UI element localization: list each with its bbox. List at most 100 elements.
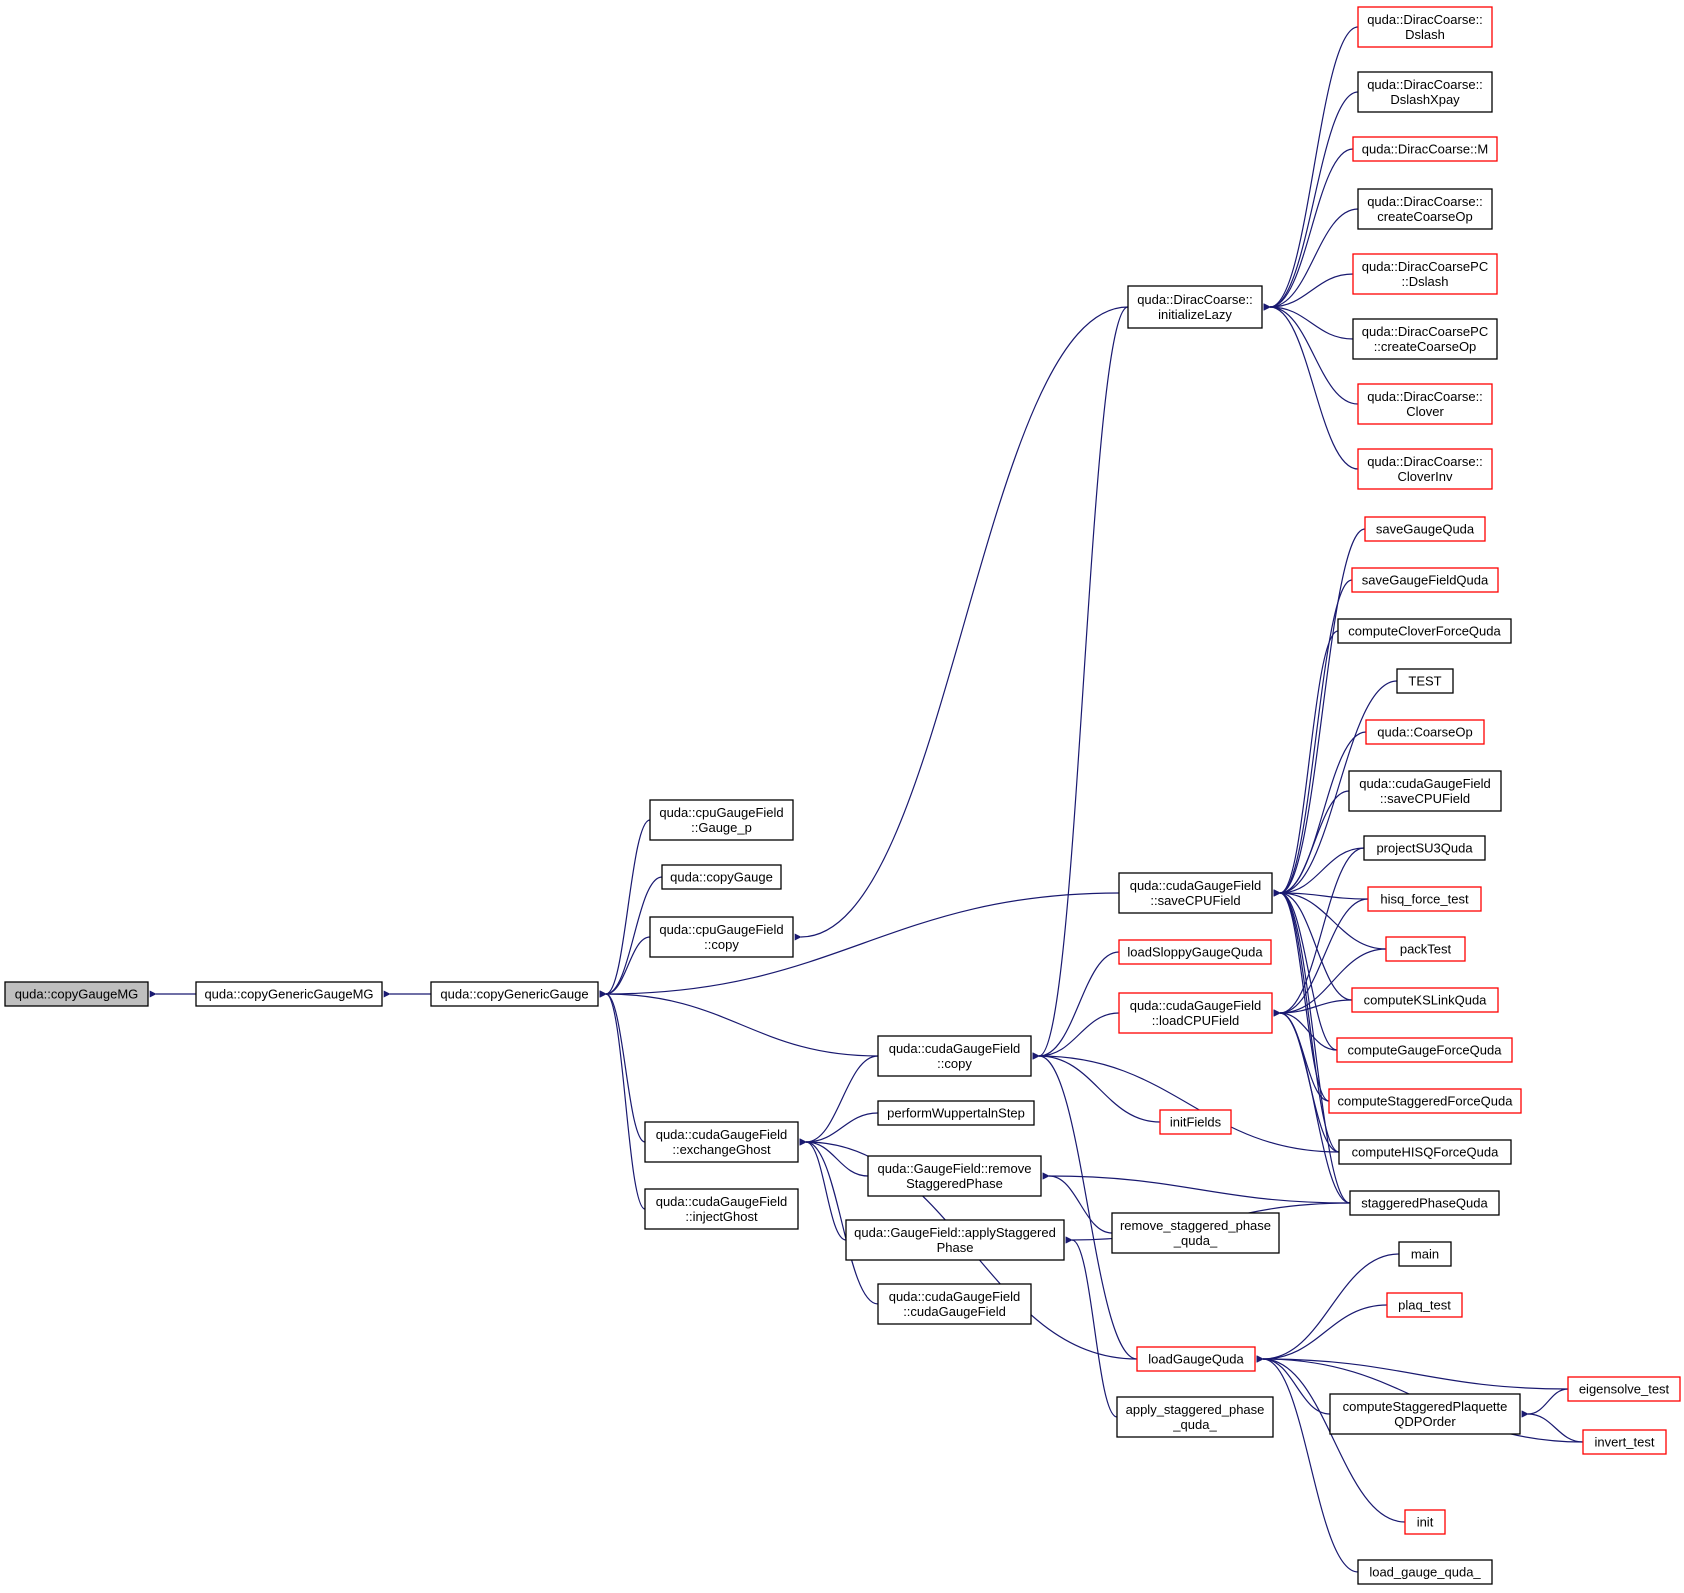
edge-staggeredPhaseQuda-to-removeStaggered (1042, 1172, 1351, 1204)
edge-applyStaggeredQuda-to-applyStaggered (1065, 1236, 1118, 1418)
node-label: hisq_force_test (1380, 892, 1469, 907)
edge-applyStaggered-to-exchangeGhost (799, 1138, 847, 1241)
edge-dcDslashXpay-to-initializeLazy (1263, 91, 1359, 311)
node-initializeLazy[interactable]: quda::DiracCoarse::initializeLazy (1127, 285, 1263, 329)
node-cudaGaugeFieldCtor[interactable]: quda::cudaGaugeField::cudaGaugeField (877, 1283, 1032, 1325)
edge-computeGaugeForce-to-saveCPUField (1273, 889, 1338, 1051)
node-label: quda::cpuGaugeField (659, 922, 783, 937)
node-label: quda::DiracCoarse:: (1367, 454, 1483, 469)
node-box (195, 981, 383, 1007)
node-box (1111, 1212, 1280, 1254)
node-box (1118, 939, 1272, 965)
node-box (661, 864, 782, 890)
edge-packTest-to-saveCPUField (1273, 889, 1387, 950)
node-dcDslash[interactable]: quda::DiracCoarse::Dslash (1357, 6, 1493, 48)
node-loadCPUField[interactable]: quda::cudaGaugeField::loadCPUField (1118, 992, 1273, 1034)
node-computeHISQForce[interactable]: computeHISQForceQuda (1338, 1139, 1512, 1165)
node-box (1351, 567, 1499, 593)
node-box (1365, 719, 1485, 745)
node-projectSU3[interactable]: projectSU3Quda (1363, 835, 1486, 861)
node-label: ::cudaGaugeField (903, 1304, 1006, 1319)
node-computeStaggeredForce[interactable]: computeStaggeredForceQuda (1328, 1088, 1522, 1114)
node-dcCreateCoarseOp[interactable]: quda::DiracCoarse::createCoarseOp (1357, 188, 1493, 230)
node-label: quda::cudaGaugeField (656, 1194, 788, 1209)
node-label: ::Gauge_p (691, 820, 752, 835)
edge-performWuppertal-to-exchangeGhost (799, 1112, 879, 1146)
node-label: quda::GaugeField::remove (878, 1161, 1032, 1176)
node-performWuppertal[interactable]: performWuppertalnStep (877, 1100, 1035, 1126)
edge-computeHISQForce-to-saveCPUField (1273, 889, 1340, 1153)
node-loadSloppy[interactable]: loadSloppyGaugeQuda (1118, 939, 1272, 965)
node-label: quda::cpuGaugeField (659, 805, 783, 820)
edge-saveGaugeFieldQuda-to-saveCPUField (1273, 579, 1353, 897)
node-box (4, 981, 149, 1007)
node-label: computeHISQForceQuda (1352, 1145, 1499, 1160)
node-applyStaggeredQuda[interactable]: apply_staggered_phase_quda_ (1116, 1396, 1274, 1438)
node-copyGenericGaugeMG[interactable]: quda::copyGenericGaugeMG (195, 981, 383, 1007)
node-box (867, 1155, 1042, 1197)
node-dcClover[interactable]: quda::DiracCoarse::Clover (1357, 383, 1493, 425)
node-box (1338, 1139, 1512, 1165)
edge-packTest-to-loadCPUField (1273, 948, 1387, 1017)
node-label: StaggeredPhase (906, 1176, 1003, 1191)
node-label: quda::copyGenericGauge (440, 987, 588, 1002)
node-injectGhost[interactable]: quda::cudaGaugeField::injectGhost (644, 1188, 799, 1230)
node-hisqForceTest[interactable]: hisq_force_test (1367, 886, 1482, 912)
node-label: projectSU3Quda (1376, 841, 1473, 856)
node-label: ::copy (704, 937, 739, 952)
node-label: ::injectGhost (685, 1209, 758, 1224)
node-label: ::Dslash (1402, 274, 1449, 289)
node-box (1404, 1509, 1446, 1535)
node-copyGenericGauge[interactable]: quda::copyGenericGauge (430, 981, 599, 1007)
node-dcpcCreateCoarseOp[interactable]: quda::DiracCoarsePC::createCoarseOp (1352, 318, 1498, 360)
node-box (1357, 383, 1493, 425)
node-label: quda::copyGaugeMG (15, 987, 139, 1002)
node-computeCloverForce[interactable]: computeCloverForceQuda (1337, 618, 1512, 644)
node-saveCPUField2[interactable]: quda::cudaGaugeField::saveCPUField (1348, 770, 1502, 812)
node-saveGaugeQuda[interactable]: saveGaugeQuda (1364, 516, 1486, 542)
node-copyGaugeMG[interactable]: quda::copyGaugeMG (4, 981, 149, 1007)
edge-initializeLazy-to-cpuCopy (794, 306, 1129, 941)
node-label: loadSloppyGaugeQuda (1127, 945, 1263, 960)
node-main[interactable]: main (1398, 1241, 1452, 1267)
node-label: quda::DiracCoarsePC (1362, 324, 1488, 339)
node-box (1329, 1393, 1521, 1435)
node-cpuGaugeP[interactable]: quda::cpuGaugeField::Gauge_p (649, 799, 794, 841)
node-dcpcDslash[interactable]: quda::DiracCoarsePC::Dslash (1352, 253, 1498, 295)
node-loadGaugeQuda[interactable]: loadGaugeQuda (1136, 1346, 1256, 1372)
node-exchangeGhost[interactable]: quda::cudaGaugeField::exchangeGhost (644, 1121, 799, 1163)
node-label: quda::CoarseOp (1377, 725, 1472, 740)
node-TEST[interactable]: TEST (1396, 668, 1454, 694)
node-saveGaugeFieldQuda[interactable]: saveGaugeFieldQuda (1351, 567, 1499, 593)
edge-TEST-to-saveCPUField (1273, 680, 1398, 897)
node-initFields[interactable]: initFields (1159, 1109, 1232, 1135)
node-cpuCopy[interactable]: quda::cpuGaugeField::copy (649, 916, 794, 958)
node-computeGaugeForce[interactable]: computeGaugeForceQuda (1336, 1037, 1513, 1063)
node-eigensolveTest[interactable]: eigensolve_test (1567, 1376, 1681, 1402)
node-label: ::createCoarseOp (1374, 339, 1477, 354)
node-computeKSLink[interactable]: computeKSLinkQuda (1351, 987, 1499, 1013)
node-dcM[interactable]: quda::DiracCoarse::M (1352, 136, 1498, 162)
node-dcCloverInv[interactable]: quda::DiracCoarse::CloverInv (1357, 448, 1493, 490)
node-label: quda::DiracCoarse:: (1367, 12, 1483, 27)
node-packTest[interactable]: packTest (1385, 936, 1466, 962)
node-cudaCopy[interactable]: quda::cudaGaugeField::copy (877, 1035, 1032, 1077)
node-label: TEST (1408, 674, 1441, 689)
node-dcDslashXpay[interactable]: quda::DiracCoarse::DslashXpay (1357, 71, 1493, 113)
node-invertTest[interactable]: invert_test (1582, 1429, 1667, 1455)
node-saveCPUField[interactable]: quda::cudaGaugeField::saveCPUField (1118, 872, 1273, 914)
node-plaqTest[interactable]: plaq_test (1386, 1292, 1463, 1318)
node-box (1351, 987, 1499, 1013)
node-init[interactable]: init (1404, 1509, 1446, 1535)
node-staggeredPhaseQuda[interactable]: staggeredPhaseQuda (1349, 1190, 1500, 1216)
node-copyGauge[interactable]: quda::copyGauge (661, 864, 782, 890)
node-removeStaggeredQuda[interactable]: remove_staggered_phase_quda_ (1111, 1212, 1280, 1254)
node-label: ::copy (937, 1056, 972, 1071)
node-coarseOp[interactable]: quda::CoarseOp (1365, 719, 1485, 745)
node-label: DslashXpay (1390, 92, 1460, 107)
node-box (1337, 618, 1512, 644)
node-loadGaugeQudaF[interactable]: load_gauge_quda_ (1357, 1559, 1493, 1585)
